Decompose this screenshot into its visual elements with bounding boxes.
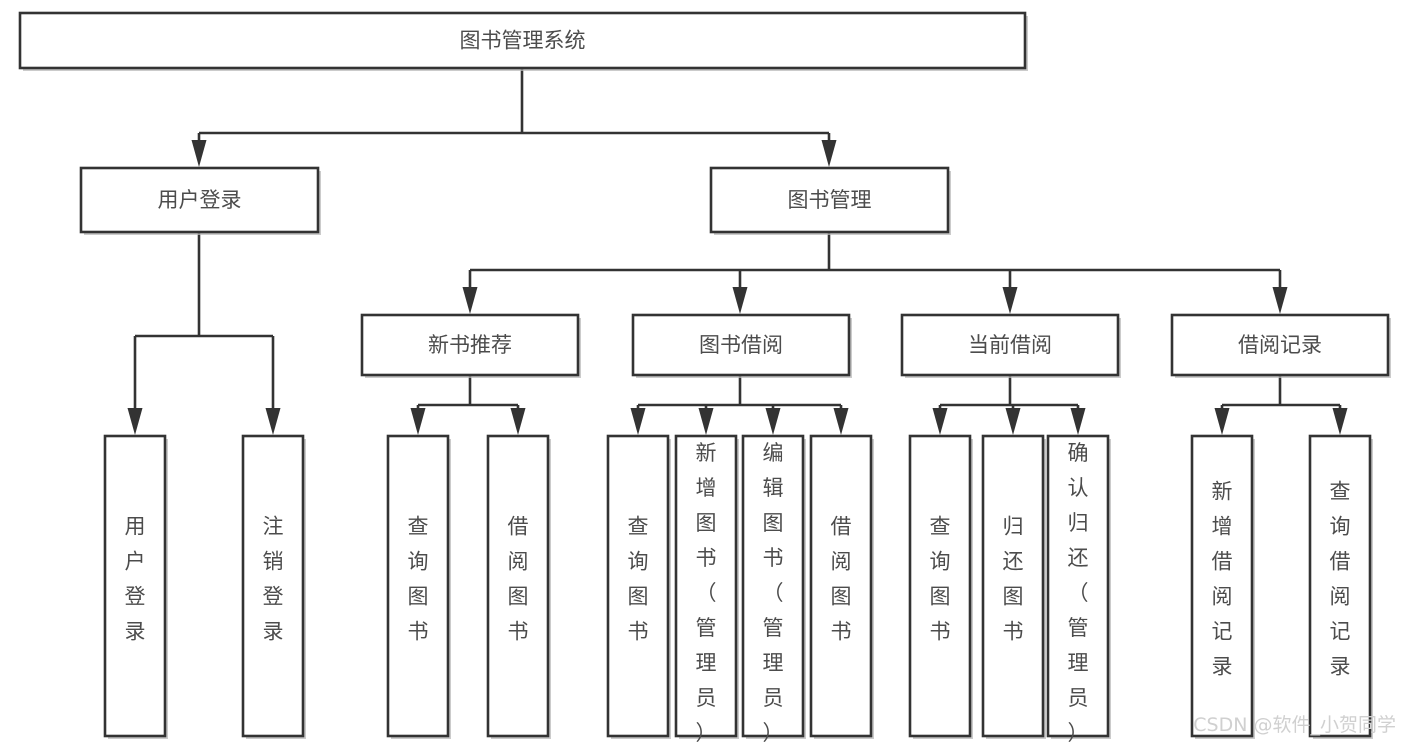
node-label: 借阅记录 — [1238, 333, 1322, 357]
node-rect[interactable] — [241, 434, 305, 738]
arrow-head-icon — [630, 408, 646, 435]
connector-book-mgmt-to-level3 — [462, 232, 1288, 314]
connector-book-borrow-to-leaves — [630, 375, 849, 435]
node-level2-图书管理[interactable]: 图书管理 — [709, 166, 951, 235]
node-level3-借阅记录[interactable]: 借阅记录 — [1170, 313, 1391, 378]
node-rect[interactable] — [18, 11, 1027, 70]
node-leaf-确认归还管理员[interactable]: 确认归还（管理员） — [1046, 434, 1111, 745]
node-leaf-编辑图书管理员[interactable]: 编辑图书（管理员） — [741, 434, 806, 745]
node-rect[interactable] — [674, 434, 738, 738]
node-label: 当前借阅 — [968, 333, 1052, 357]
node-rect[interactable] — [360, 313, 580, 377]
node-rect[interactable] — [606, 434, 670, 738]
node-label: 查询图书 — [930, 515, 951, 644]
node-leaf-归还图书[interactable]: 归还图书 — [981, 434, 1046, 739]
node-level3-当前借阅[interactable]: 当前借阅 — [900, 313, 1121, 378]
node-label: 新增图书（管理员） — [696, 441, 717, 745]
arrow-head-icon — [1002, 287, 1018, 314]
node-level2-用户登录[interactable]: 用户登录 — [79, 166, 321, 235]
node-label: 用户登录 — [158, 188, 242, 212]
connector-borrow-record-to-leaves — [1214, 375, 1348, 435]
connector-new-book-to-leaves — [410, 375, 526, 435]
node-layer: 图书管理系统用户登录图书管理新书推荐图书借阅当前借阅借阅记录用户登录注销登录查询… — [18, 11, 1391, 745]
arrow-head-icon — [265, 408, 281, 435]
node-leaf-查询图书[interactable]: 查询图书 — [908, 434, 973, 739]
arrow-head-icon — [765, 408, 781, 435]
node-rect[interactable] — [908, 434, 972, 738]
arrow-head-icon — [932, 408, 948, 435]
node-rect[interactable] — [79, 166, 320, 234]
arrow-head-icon — [1214, 408, 1230, 435]
node-rect[interactable] — [1190, 434, 1254, 738]
node-label: 归还图书 — [1003, 515, 1024, 644]
connector-user-login-to-leaves — [127, 232, 281, 435]
node-leaf-查询图书[interactable]: 查询图书 — [606, 434, 671, 739]
arrow-head-icon — [510, 408, 526, 435]
arrow-head-icon — [1005, 408, 1021, 435]
node-rect[interactable] — [741, 434, 805, 738]
arrow-head-icon — [127, 408, 143, 435]
arrow-head-icon — [833, 408, 849, 435]
node-leaf-注销登录[interactable]: 注销登录 — [241, 434, 306, 739]
node-label: 图书管理 — [788, 188, 872, 212]
arrow-head-icon — [821, 140, 837, 167]
node-label: 新书推荐 — [428, 333, 512, 357]
node-rect[interactable] — [1170, 313, 1390, 377]
connector-layer — [127, 68, 1348, 435]
node-label: 图书管理系统 — [460, 29, 586, 53]
node-root-图书管理系统[interactable]: 图书管理系统 — [18, 11, 1028, 71]
node-label: 查询图书 — [628, 515, 649, 644]
node-label: 用户登录 — [125, 515, 146, 644]
node-label: 编辑图书（管理员） — [763, 441, 784, 745]
node-leaf-新增借阅记录[interactable]: 新增借阅记录 — [1190, 434, 1255, 739]
node-rect[interactable] — [631, 313, 851, 377]
node-label: 借阅图书 — [508, 515, 529, 644]
arrow-head-icon — [191, 140, 207, 167]
node-rect[interactable] — [386, 434, 450, 738]
node-rect[interactable] — [709, 166, 950, 234]
node-rect[interactable] — [1308, 434, 1372, 738]
arrow-head-icon — [410, 408, 426, 435]
node-rect[interactable] — [486, 434, 550, 738]
node-rect[interactable] — [809, 434, 873, 738]
arrow-head-icon — [732, 287, 748, 314]
connector-root-to-level2 — [191, 68, 837, 167]
arrow-head-icon — [698, 408, 714, 435]
node-label: 确认归还（管理员） — [1068, 441, 1089, 745]
node-rect[interactable] — [103, 434, 167, 738]
node-label: 查询借阅记录 — [1330, 480, 1351, 679]
node-label: 借阅图书 — [831, 515, 852, 644]
connector-current-borrow-to-leaves — [932, 375, 1086, 435]
node-label: 图书借阅 — [699, 333, 783, 357]
node-level3-新书推荐[interactable]: 新书推荐 — [360, 313, 581, 378]
arrow-head-icon — [1070, 408, 1086, 435]
csdn-watermark: CSDN @软件_小贺同学 — [1193, 714, 1396, 736]
node-leaf-查询图书[interactable]: 查询图书 — [386, 434, 451, 739]
arrow-head-icon — [1272, 287, 1288, 314]
node-level3-图书借阅[interactable]: 图书借阅 — [631, 313, 852, 378]
node-label: 新增借阅记录 — [1212, 480, 1233, 679]
node-leaf-查询借阅记录[interactable]: 查询借阅记录 — [1308, 434, 1373, 739]
node-label: 注销登录 — [263, 515, 284, 644]
arrow-head-icon — [462, 287, 478, 314]
node-leaf-用户登录[interactable]: 用户登录 — [103, 434, 168, 739]
node-rect[interactable] — [1046, 434, 1110, 738]
node-label: 查询图书 — [408, 515, 429, 644]
node-leaf-借阅图书[interactable]: 借阅图书 — [486, 434, 551, 739]
arrow-head-icon — [1332, 408, 1348, 435]
node-rect[interactable] — [981, 434, 1045, 738]
node-leaf-借阅图书[interactable]: 借阅图书 — [809, 434, 874, 739]
node-leaf-新增图书管理员[interactable]: 新增图书（管理员） — [674, 434, 739, 745]
node-rect[interactable] — [900, 313, 1120, 377]
